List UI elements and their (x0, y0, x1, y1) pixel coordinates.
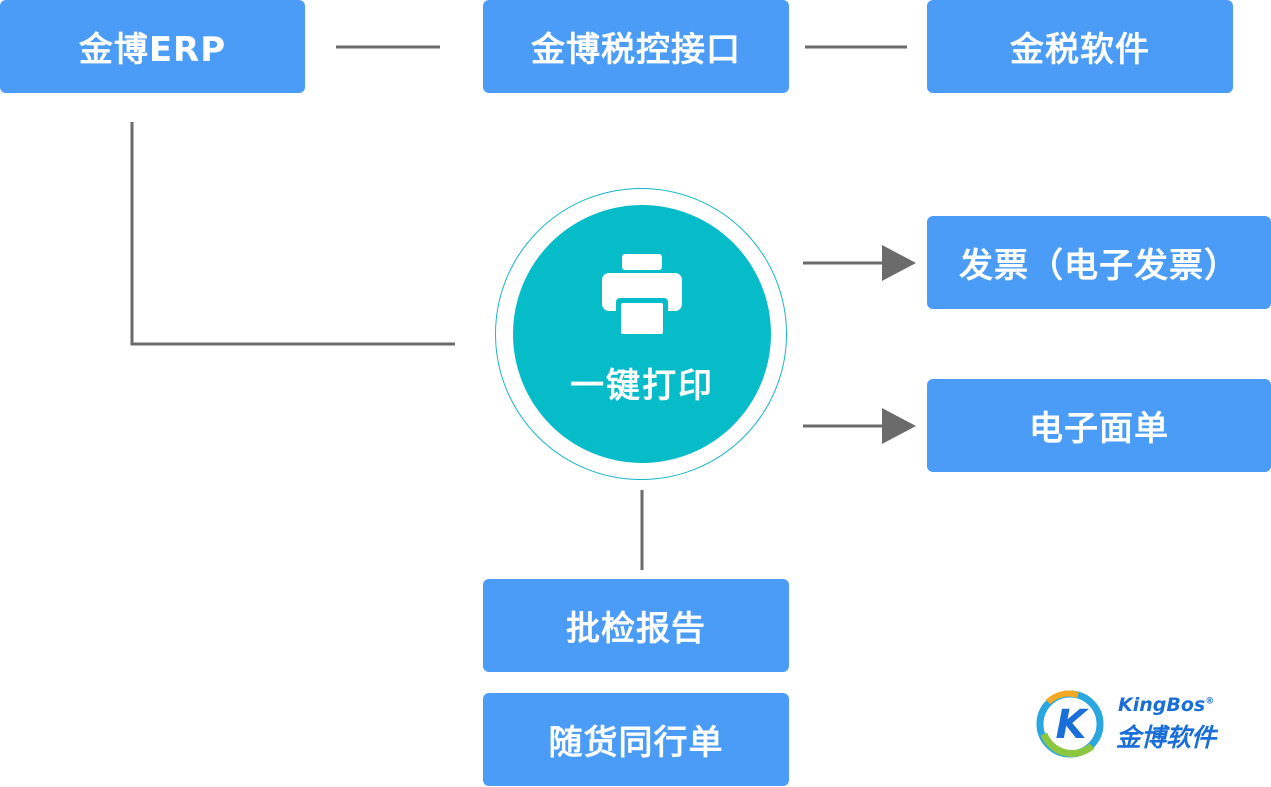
erp-label: 金博ERP (78, 30, 227, 70)
logo-name-en: KingBos® (1118, 694, 1214, 716)
logo-name-cn: 金博软件 (1116, 723, 1217, 752)
batch-report-box: 批检报告 (483, 579, 789, 672)
invoice-label: 发票（电子发票） (959, 246, 1239, 286)
e-waybill-box: 电子面单 (927, 379, 1271, 472)
arrow-invoice-head (882, 245, 916, 281)
delivery-note-label: 随货同行单 (548, 723, 724, 763)
delivery-note-box: 随货同行单 (483, 693, 789, 786)
batch-report-label: 批检报告 (566, 609, 706, 649)
tax-interface-box: 金博税控接口 (483, 0, 789, 93)
connector-erp-hub (130, 122, 455, 346)
e-waybill-label: 电子面单 (1029, 409, 1169, 449)
arrow-waybill-head (882, 408, 916, 444)
tax-software-label: 金税软件 (1010, 30, 1150, 70)
one-click-print-label: 一键打印 (570, 366, 714, 406)
erp-box: 金博ERP (0, 0, 305, 93)
printer-icon (602, 254, 682, 336)
kingbos-logo-icon: K (1036, 690, 1104, 758)
invoice-box: 发票（电子发票） (927, 216, 1271, 309)
tax-software-box: 金税软件 (927, 0, 1233, 93)
logo-name-en-text: KingBos (1118, 694, 1206, 716)
logo-trademark: ® (1205, 696, 1215, 707)
hub-outer-ring (495, 188, 787, 480)
svg-text:K: K (1056, 702, 1090, 748)
tax-interface-label: 金博税控接口 (531, 30, 741, 70)
